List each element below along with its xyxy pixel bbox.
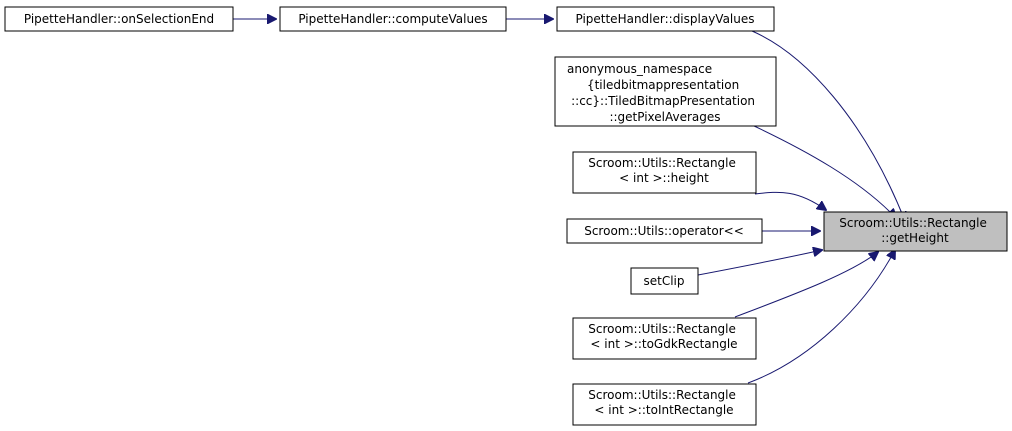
node-label: PipetteHandler::computeValues — [298, 12, 487, 26]
node-label: anonymous_namespace {tiledbitmappresenta… — [567, 62, 759, 124]
node-label-line: < int >::toIntRectangle — [594, 403, 733, 417]
node-label: setClip — [643, 274, 684, 288]
edge-displayvalues-getheight — [751, 30, 905, 221]
node-label-line: {tiledbitmappresentation — [587, 78, 739, 92]
node-box — [572, 383, 757, 426]
node-operator-lshift[interactable]: Scroom::Utils::operator<< — [566, 218, 763, 244]
node-to-gdk-rectangle[interactable]: Scroom::Utils::Rectangle < int >::toGdkR… — [572, 317, 757, 360]
node-box — [4, 6, 234, 32]
node-label: Scroom::Utils::operator<< — [584, 224, 744, 238]
node-display-values[interactable]: PipetteHandler::displayValues — [556, 6, 775, 32]
node-label-line: Scroom::Utils::Rectangle — [839, 216, 987, 230]
node-rectangle-height[interactable]: Scroom::Utils::Rectangle < int >::height — [572, 151, 757, 194]
node-on-selection-end[interactable]: PipetteHandler::onSelectionEnd — [4, 6, 234, 32]
node-to-int-rectangle[interactable]: Scroom::Utils::Rectangle < int >::toIntR… — [572, 383, 757, 426]
node-label-line: ::getPixelAverages — [609, 110, 720, 124]
node-box — [554, 56, 777, 127]
edge-togdkrectangle-getheight — [734, 252, 878, 318]
node-box-focus — [823, 211, 1008, 252]
node-label-line: PipetteHandler::onSelectionEnd — [24, 12, 214, 26]
node-box — [572, 151, 757, 194]
node-label-line: setClip — [643, 274, 684, 288]
edge-setclip-getheight — [697, 250, 822, 276]
node-label: PipetteHandler::onSelectionEnd — [24, 12, 214, 26]
node-set-clip[interactable]: setClip — [630, 267, 699, 295]
node-label-line: anonymous_namespace — [567, 62, 712, 76]
edge-height-getheight — [754, 191, 826, 210]
node-label-line: Scroom::Utils::operator<< — [584, 224, 744, 238]
node-get-height[interactable]: Scroom::Utils::Rectangle ::getHeight — [823, 211, 1008, 252]
edge-getpixelaverages-getheight — [751, 124, 896, 218]
node-label-line: Scroom::Utils::Rectangle — [588, 156, 736, 170]
node-label-line: Scroom::Utils::Rectangle — [588, 388, 736, 402]
node-label-line: < int >::toGdkRectangle — [590, 337, 737, 351]
node-box — [566, 218, 763, 244]
node-label: Scroom::Utils::Rectangle < int >::height — [588, 156, 739, 185]
node-box — [630, 267, 699, 295]
node-label: Scroom::Utils::Rectangle < int >::toIntR… — [588, 388, 739, 417]
node-label-line: PipetteHandler::displayValues — [575, 12, 754, 26]
node-label-line: ::cc}::TiledBitmapPresentation — [571, 94, 755, 108]
node-box — [572, 317, 757, 360]
node-label: Scroom::Utils::Rectangle < int >::toGdkR… — [588, 322, 739, 351]
edge-tointrectangle-getheight — [747, 250, 895, 384]
node-get-pixel-averages[interactable]: anonymous_namespace {tiledbitmappresenta… — [554, 56, 777, 127]
node-box — [279, 6, 507, 32]
node-label-line: PipetteHandler::computeValues — [298, 12, 487, 26]
node-label: PipetteHandler::displayValues — [575, 12, 754, 26]
node-label-line: Scroom::Utils::Rectangle — [588, 322, 736, 336]
edges — [233, 19, 905, 384]
node-box — [556, 6, 775, 32]
node-label-line: ::getHeight — [881, 231, 949, 245]
node-label: Scroom::Utils::Rectangle ::getHeight — [839, 216, 990, 245]
node-compute-values[interactable]: PipetteHandler::computeValues — [279, 6, 507, 32]
node-label-line: < int >::height — [619, 171, 709, 185]
